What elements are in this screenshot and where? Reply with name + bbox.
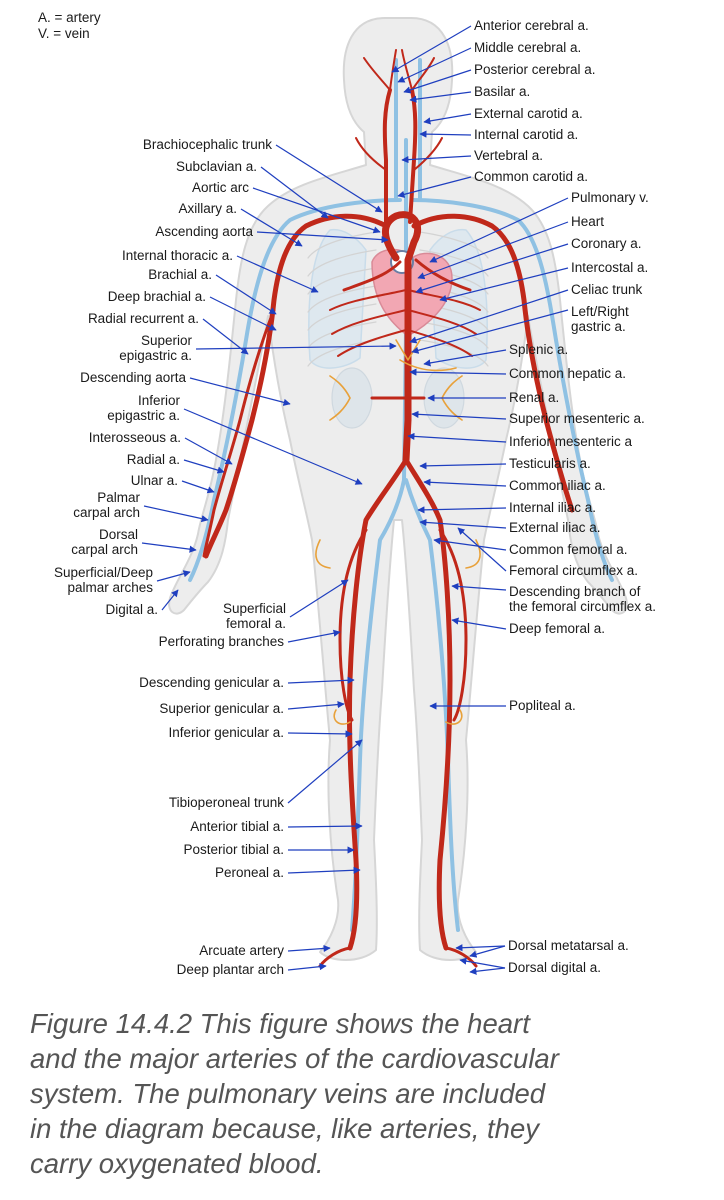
label-left-27: Posterior tibial a. [183,842,284,857]
label-right-15: Splenic a. [509,342,568,357]
label-right-18: Superior mesenteric a. [509,411,645,426]
label-right-7: Vertebral a. [474,148,543,163]
label-right-20: Testicularis a. [509,456,591,471]
label-left-6: Internal thoracic a. [122,248,233,263]
label-right-27: Deep femoral a. [509,621,605,636]
label-left-18: Superficial/Deep palmar arches [54,565,153,595]
label-left-16: Palmar carpal arch [73,490,140,520]
label-right-10: Heart [571,214,604,229]
label-right-24: Common femoral a. [509,542,628,557]
label-right-23: External iliac a. [509,520,601,535]
label-left-21: Perforating branches [159,634,284,649]
label-left-22: Descending genicular a. [139,675,284,690]
label-left-12: Inferior epigastric a. [107,393,180,423]
label-right-29: Dorsal metatarsal a. [508,938,629,953]
label-left-1: Brachiocephalic trunk [143,137,272,152]
label-left-3: Aortic arc [192,180,249,195]
figure-caption: Figure 14.4.2 This figure shows the hear… [30,1006,710,1181]
label-right-19: Inferior mesenteric a [509,434,632,449]
label-left-4: Axillary a. [178,201,237,216]
label-right-8: Common carotid a. [474,169,588,184]
label-left-25: Tibioperoneal trunk [169,795,284,810]
label-left-14: Radial a. [127,452,180,467]
label-right-11: Coronary a. [571,236,642,251]
label-right-17: Renal a. [509,390,559,405]
label-right-6: Internal carotid a. [474,127,578,142]
label-right-12: Intercostal a. [571,260,648,275]
label-right-4: Basilar a. [474,84,530,99]
label-left-10: Superior epigastric a. [119,333,192,363]
label-left-5: Ascending aorta [155,224,253,239]
label-left-2: Subclavian a. [176,159,257,174]
leader-left-30 [288,966,326,970]
label-left-20: Superficial femoral a. [223,601,286,631]
label-right-13: Celiac trunk [571,282,642,297]
label-left-8: Deep brachial a. [108,289,206,304]
label-left-30: Deep plantar arch [177,962,284,977]
label-left-28: Peroneal a. [215,865,284,880]
label-left-26: Anterior tibial a. [190,819,284,834]
label-right-14: Left/Right gastric a. [571,304,629,334]
label-right-22: Internal iliac a. [509,500,596,515]
label-right-25: Femoral circumflex a. [509,563,638,578]
label-right-1: Anterior cerebral a. [474,18,589,33]
label-right-9: Pulmonary v. [571,190,649,205]
label-left-17: Dorsal carpal arch [71,527,138,557]
label-left-23: Superior genicular a. [159,701,284,716]
label-left-7: Brachial a. [148,267,212,282]
leader-left-15 [182,481,214,492]
label-right-21: Common iliac a. [509,478,606,493]
label-right-30: Dorsal digital a. [508,960,601,975]
leader-right-extra-2 [470,968,505,972]
label-right-3: Posterior cerebral a. [474,62,596,77]
label-right-2: Middle cerebral a. [474,40,581,55]
label-left-19: Digital a. [105,602,158,617]
label-left-24: Inferior genicular a. [168,725,284,740]
left-kidney [332,368,372,428]
label-right-16: Common hepatic a. [509,366,626,381]
label-left-11: Descending aorta [80,370,186,385]
label-left-9: Radial recurrent a. [88,311,199,326]
label-left-15: Ulnar a. [131,473,178,488]
leader-right-30 [460,960,505,968]
label-right-5: External carotid a. [474,106,583,121]
label-right-26: Descending branch of the femoral circumf… [509,584,656,614]
label-left-29: Arcuate artery [199,943,284,958]
label-left-13: Interosseous a. [89,430,181,445]
leader-left-16 [144,506,208,520]
leader-left-17 [142,543,196,550]
label-right-28: Popliteal a. [509,698,576,713]
